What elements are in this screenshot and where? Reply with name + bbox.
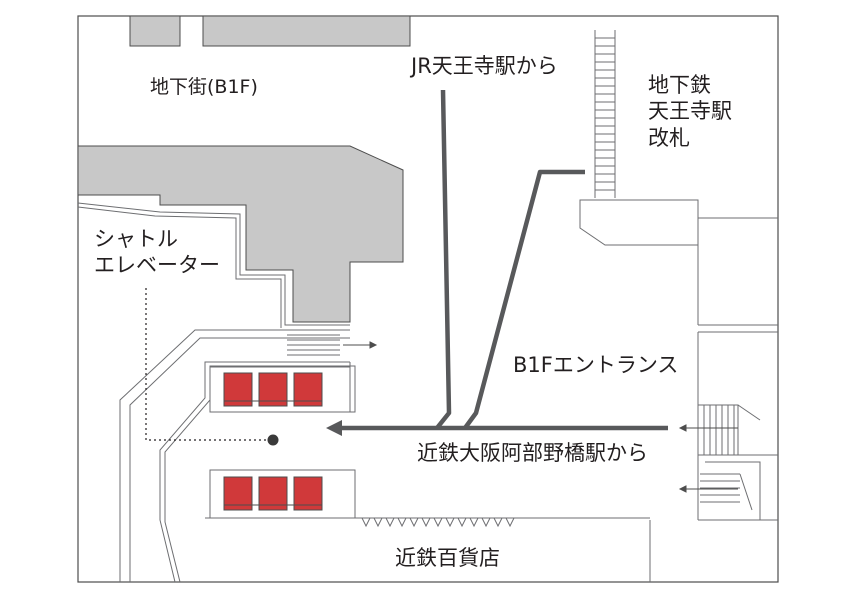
shuttle-stop-dot-icon bbox=[267, 434, 279, 446]
label-subway-gate-line1: 地下鉄 bbox=[648, 73, 711, 97]
label-from-kintetsu: 近鉄大阪阿部野橋駅から bbox=[417, 441, 648, 465]
route-arrow-icon bbox=[326, 420, 342, 436]
map-frame bbox=[77, 15, 779, 583]
direction-arrow-icon bbox=[343, 341, 378, 349]
stairs-icon bbox=[594, 30, 616, 198]
building-block-top-left bbox=[129, 15, 181, 47]
direction-arrow-icon bbox=[678, 424, 738, 432]
right-structure bbox=[579, 199, 778, 582]
building-block-top-center bbox=[202, 15, 411, 47]
label-shuttle-elevator: シャトル エレベーター bbox=[94, 226, 220, 279]
label-b1f-entrance: B1Fエントランス bbox=[513, 353, 679, 377]
label-subway-gate-line3: 改札 bbox=[648, 125, 690, 150]
shuttle-dotted-route bbox=[145, 288, 272, 441]
stairs-icon bbox=[698, 404, 761, 511]
label-subway-gate-line2: 天王寺駅 bbox=[648, 99, 732, 124]
direction-arrow-icon bbox=[678, 485, 738, 493]
entrance-gate-marks bbox=[355, 517, 650, 528]
label-from-jr: JR天王寺駅から bbox=[411, 54, 558, 78]
stairs-icon bbox=[287, 334, 340, 356]
elevator-bank-lower bbox=[209, 469, 356, 519]
label-subway-gate: 地下鉄 天王寺駅 改札 bbox=[648, 72, 732, 151]
building-block-main bbox=[77, 145, 404, 323]
label-kintetsu-dept: 近鉄百貨店 bbox=[395, 546, 500, 570]
label-underground-mall: 地下街(B1F) bbox=[150, 76, 258, 98]
route-from-kintetsu bbox=[326, 420, 668, 436]
label-shuttle-line1: シャトル bbox=[94, 227, 178, 251]
label-shuttle-line2: エレベーター bbox=[94, 253, 220, 278]
route-from-subway bbox=[463, 169, 585, 430]
route-from-jr bbox=[435, 89, 452, 430]
elevator-bank-upper bbox=[209, 365, 356, 413]
